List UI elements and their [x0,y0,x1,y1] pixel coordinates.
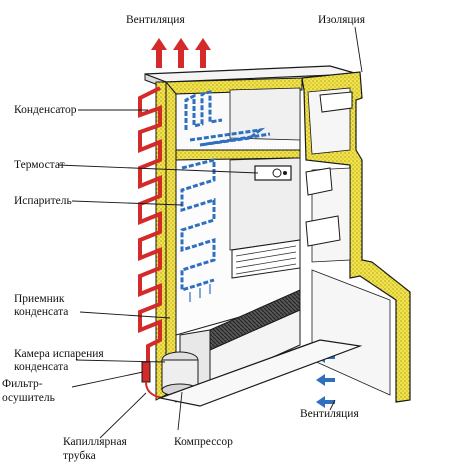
compressor-label: Компрессор [174,436,233,448]
evaporator-coil [180,158,216,293]
thermostat-label: Термостат [14,159,65,171]
filter-dryer [141,361,151,383]
condensate-receiver-label-2: конденсата [14,306,69,318]
filter-dryer-label-1: Фильтр- [2,378,43,390]
fridge-compartment [175,157,301,336]
condenser-coil [138,86,162,370]
thermostat [254,165,292,181]
condensate-receiver-label-1: Приемник [14,293,65,305]
ventilation-bottom-label: Вентиляция [300,408,359,420]
condenser-label: Конденсатор [14,104,77,116]
condensate-drips [189,284,211,302]
ventilation-top-label: Вентиляция [126,14,185,26]
ventilation-top-arrows [151,38,211,68]
freezer-evaporator-coil [184,90,271,147]
capillary-tube-label-1: Капиллярная [63,436,127,448]
capillary-tube-label-2: трубка [63,450,96,462]
evaporation-chamber-label-2: конденсата [14,361,69,373]
filter-dryer-label-2: осушитель [2,392,55,404]
evaporation-chamber-label-1: Камера испарения [14,348,104,360]
leader-lines [57,26,363,439]
evaporator-label: Испаритель [14,195,72,207]
base [157,339,363,407]
insulation-label: Изоляция [318,14,366,26]
door [301,71,411,403]
